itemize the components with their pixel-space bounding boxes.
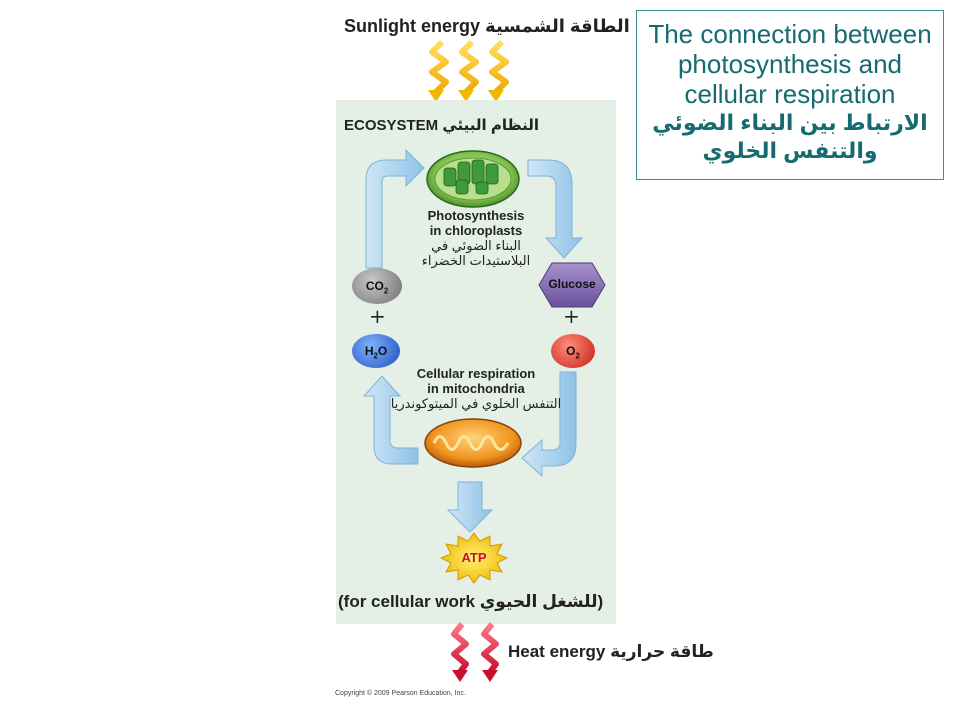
respiration-ar: التنفس الخلوي في الميتوكوندريا bbox=[390, 396, 562, 411]
arrow-mitochondria-to-h2o bbox=[362, 375, 419, 465]
title-ar-line-1: الارتباط بين البناء الضوئي bbox=[652, 110, 928, 135]
heat-arrow-1 bbox=[451, 622, 469, 674]
arrow-co2-to-chloroplast bbox=[365, 148, 425, 269]
copyright-notice: Copyright © 2009 Pearson Education, Inc. bbox=[335, 690, 466, 697]
glucose-label: Glucose bbox=[548, 277, 596, 291]
photosynthesis-en-2: in chloroplasts bbox=[429, 223, 523, 238]
ecosystem-label: ECOSYSTEM النظام البيئي bbox=[344, 116, 539, 134]
heat-label-en: Heat energy bbox=[508, 642, 606, 661]
title-line-2: photosynthesis and bbox=[677, 49, 903, 79]
atp-burst bbox=[440, 532, 508, 584]
respiration-en-2: in mitochondria bbox=[427, 381, 525, 396]
photosynthesis-label: Photosynthesis in chloroplasts البناء ال… bbox=[396, 208, 556, 268]
title-box: The connection between photosynthesis an… bbox=[636, 10, 944, 180]
respiration-en-1: Cellular respiration bbox=[416, 366, 536, 381]
h2o-molecule: H2O bbox=[352, 334, 400, 368]
o2-molecule: O2 bbox=[551, 334, 595, 368]
cellular-work-ar: للشغل الحيوي bbox=[479, 592, 598, 611]
title-arabic: الارتباط بين البناء الضوئي والتنفس الخلو… bbox=[637, 109, 943, 165]
co2-subscript: 2 bbox=[383, 286, 389, 296]
glucose-molecule bbox=[538, 262, 606, 308]
title-ar-line-2: والتنفس الخلوي bbox=[702, 138, 878, 163]
co2-base: CO bbox=[365, 279, 384, 293]
sunlight-label-en: Sunlight energy bbox=[344, 16, 481, 36]
o2-base: O bbox=[566, 344, 576, 358]
sunlight-arrow-2 bbox=[459, 40, 479, 95]
atp-label: ATP bbox=[461, 550, 487, 565]
title-english: The connection between photosynthesis an… bbox=[637, 19, 943, 109]
chloroplast-illustration bbox=[426, 150, 520, 208]
photosynthesis-ar-1: البناء الضوئي في bbox=[431, 238, 521, 253]
sunlight-arrow-1 bbox=[429, 40, 449, 95]
h2o-o: O bbox=[377, 344, 388, 358]
cellular-work-label: (for cellular work للشغل الحيوي) bbox=[338, 592, 603, 612]
heat-arrows bbox=[451, 622, 499, 682]
heat-label-ar: طاقة حرارية bbox=[610, 642, 714, 661]
ecosystem-label-ar: النظام البيئي bbox=[442, 117, 539, 134]
respiration-label: Cellular respiration in mitochondria الت… bbox=[366, 366, 586, 411]
o2-subscript: 2 bbox=[575, 351, 580, 361]
h2o-subscript: 2 bbox=[373, 351, 378, 361]
h2o-h: H bbox=[364, 344, 374, 358]
sunlight-label: Sunlight energy الطاقة الشمسية bbox=[344, 16, 630, 37]
cellular-work-open: (for cellular work bbox=[338, 592, 480, 611]
heat-arrow-2 bbox=[481, 622, 499, 674]
photosynthesis-en-1: Photosynthesis bbox=[427, 208, 525, 223]
heat-label: Heat energy طاقة حرارية bbox=[508, 642, 714, 662]
mitochondrion-illustration bbox=[424, 418, 522, 468]
arrow-to-atp bbox=[446, 481, 494, 533]
sunlight-arrow-3 bbox=[489, 40, 509, 95]
cellular-work-close: ) bbox=[597, 592, 604, 611]
photosynthesis-ar-2: البلاستيدات الخضراء bbox=[421, 253, 531, 268]
ecosystem-label-en: ECOSYSTEM bbox=[344, 117, 439, 134]
sunlight-arrows bbox=[428, 40, 509, 102]
co2-molecule: CO2 bbox=[352, 268, 402, 304]
title-line-3: cellular respiration bbox=[684, 79, 896, 109]
title-line-1: The connection between bbox=[648, 19, 932, 49]
cycle-diagram bbox=[362, 148, 584, 533]
plus-right: + bbox=[563, 304, 580, 328]
arrow-o2-to-mitochondria bbox=[521, 371, 577, 478]
sunlight-label-ar: الطاقة الشمسية bbox=[485, 16, 630, 36]
plus-left: + bbox=[369, 304, 386, 328]
arrow-chloroplast-to-glucose bbox=[527, 159, 584, 259]
